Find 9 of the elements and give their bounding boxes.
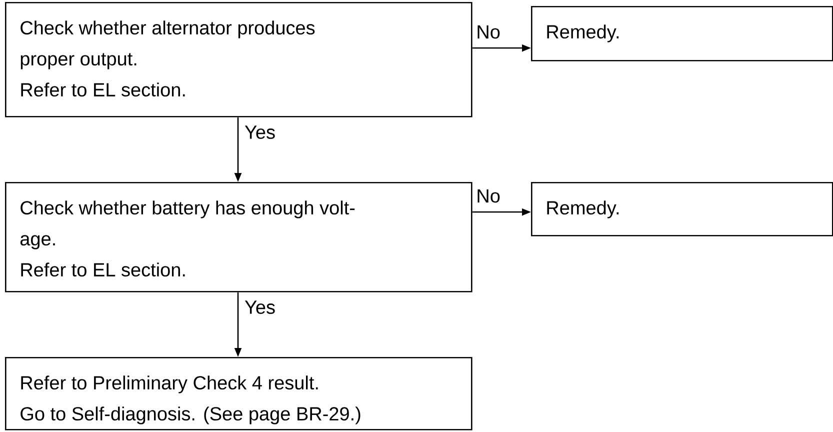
process-box: Remedy. — [531, 182, 833, 236]
edge-label: Yes — [244, 124, 276, 140]
edge-label: Yes — [244, 300, 276, 315]
process-box: Check whether alternator produces proper output. Refer to EL section. — [5, 2, 472, 118]
process-box: Check whether battery has enough volt-age. Refer to EL section. — [5, 182, 472, 292]
edge-label: No — [475, 188, 502, 204]
process-box: Remedy. — [531, 6, 833, 62]
process-box: Refer to Preliminary Check 4 result. Go to Self-diagnosis. (See page BR-29.) — [5, 357, 472, 430]
edge-label: No — [475, 24, 502, 40]
